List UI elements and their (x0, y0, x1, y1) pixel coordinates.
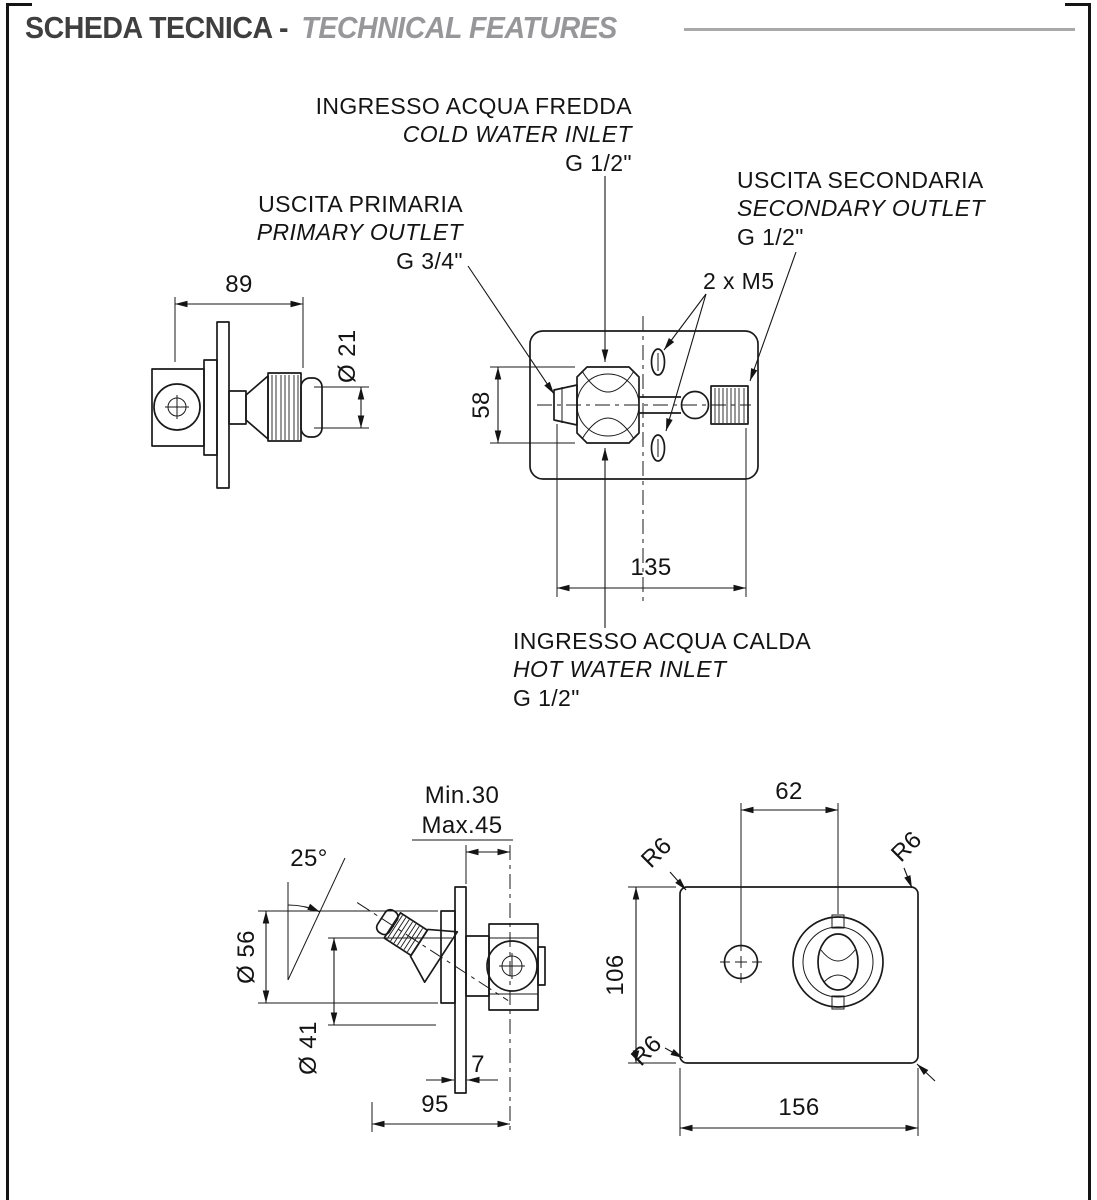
label-cold-inlet-it: INGRESSO ACQUA FREDDA (316, 93, 633, 119)
label-secondary-outlet-size: G 1/2" (737, 224, 804, 250)
dim-95: 95 (421, 1091, 449, 1118)
dim-7: 7 (471, 1051, 485, 1078)
label-hot-inlet-it: INGRESSO ACQUA CALDA (513, 628, 811, 654)
page-border-left (6, 3, 9, 1200)
label-primary-outlet-en: PRIMARY OUTLET (257, 219, 465, 245)
dim-wall-max: Max.45 (421, 812, 502, 839)
side-view-top: 89 Ø 21 (151, 271, 369, 489)
label-secondary-outlet-it: USCITA SECONDARIA (737, 167, 984, 193)
title-main: SCHEDA TECNICA - (25, 10, 289, 45)
knurl-hatch (271, 375, 299, 440)
dim-diameter-41: Ø 41 (295, 1021, 322, 1075)
page-border-top-left (6, 3, 32, 6)
dim-135: 135 (630, 554, 671, 581)
dim-r6-top-right: R6 (886, 826, 927, 867)
page-border-top-right (1065, 3, 1091, 6)
dim-angle-25: 25° (290, 845, 328, 872)
dim-89: 89 (225, 271, 253, 298)
page-border-right (1088, 3, 1091, 1200)
front-view-bottom: 62 106 156 R6 R6 R6 (602, 778, 936, 1136)
label-cold-inlet-en: COLD WATER INLET (403, 121, 634, 147)
dim-106: 106 (602, 954, 629, 995)
dim-wall-min: Min.30 (425, 782, 499, 809)
page-title: SCHEDA TECNICA - TECHNICAL FEATURES (25, 10, 617, 46)
dim-diameter-56: Ø 56 (233, 930, 260, 984)
side-view-bottom: Min.30 Max.45 25° (233, 782, 546, 1135)
dim-58: 58 (468, 391, 495, 419)
dim-156: 156 (778, 1094, 819, 1121)
header-rule (684, 28, 1075, 31)
outlet-hatch (714, 388, 745, 423)
label-primary-outlet-it: USCITA PRIMARIA (258, 191, 463, 217)
label-hot-inlet-en: HOT WATER INLET (513, 656, 728, 682)
label-secondary-outlet-en: SECONDARY OUTLET (737, 195, 986, 221)
dim-r6-bottom-left: R6 (626, 1030, 667, 1071)
label-primary-outlet-size: G 3/4" (396, 248, 463, 274)
front-view-top: INGRESSO ACQUA FREDDA COLD WATER INLET G… (257, 93, 986, 711)
page-header: SCHEDA TECNICA - TECHNICAL FEATURES (25, 10, 1075, 46)
dim-diameter-21: Ø 21 (334, 329, 361, 383)
label-hot-inlet-size: G 1/2" (513, 685, 580, 711)
dim-62: 62 (775, 778, 803, 805)
title-subtitle: TECHNICAL FEATURES (301, 10, 617, 45)
label-cold-inlet-size: G 1/2" (565, 150, 632, 176)
dim-r6-top-left: R6 (636, 832, 677, 873)
label-screws: 2 x M5 (703, 268, 774, 294)
